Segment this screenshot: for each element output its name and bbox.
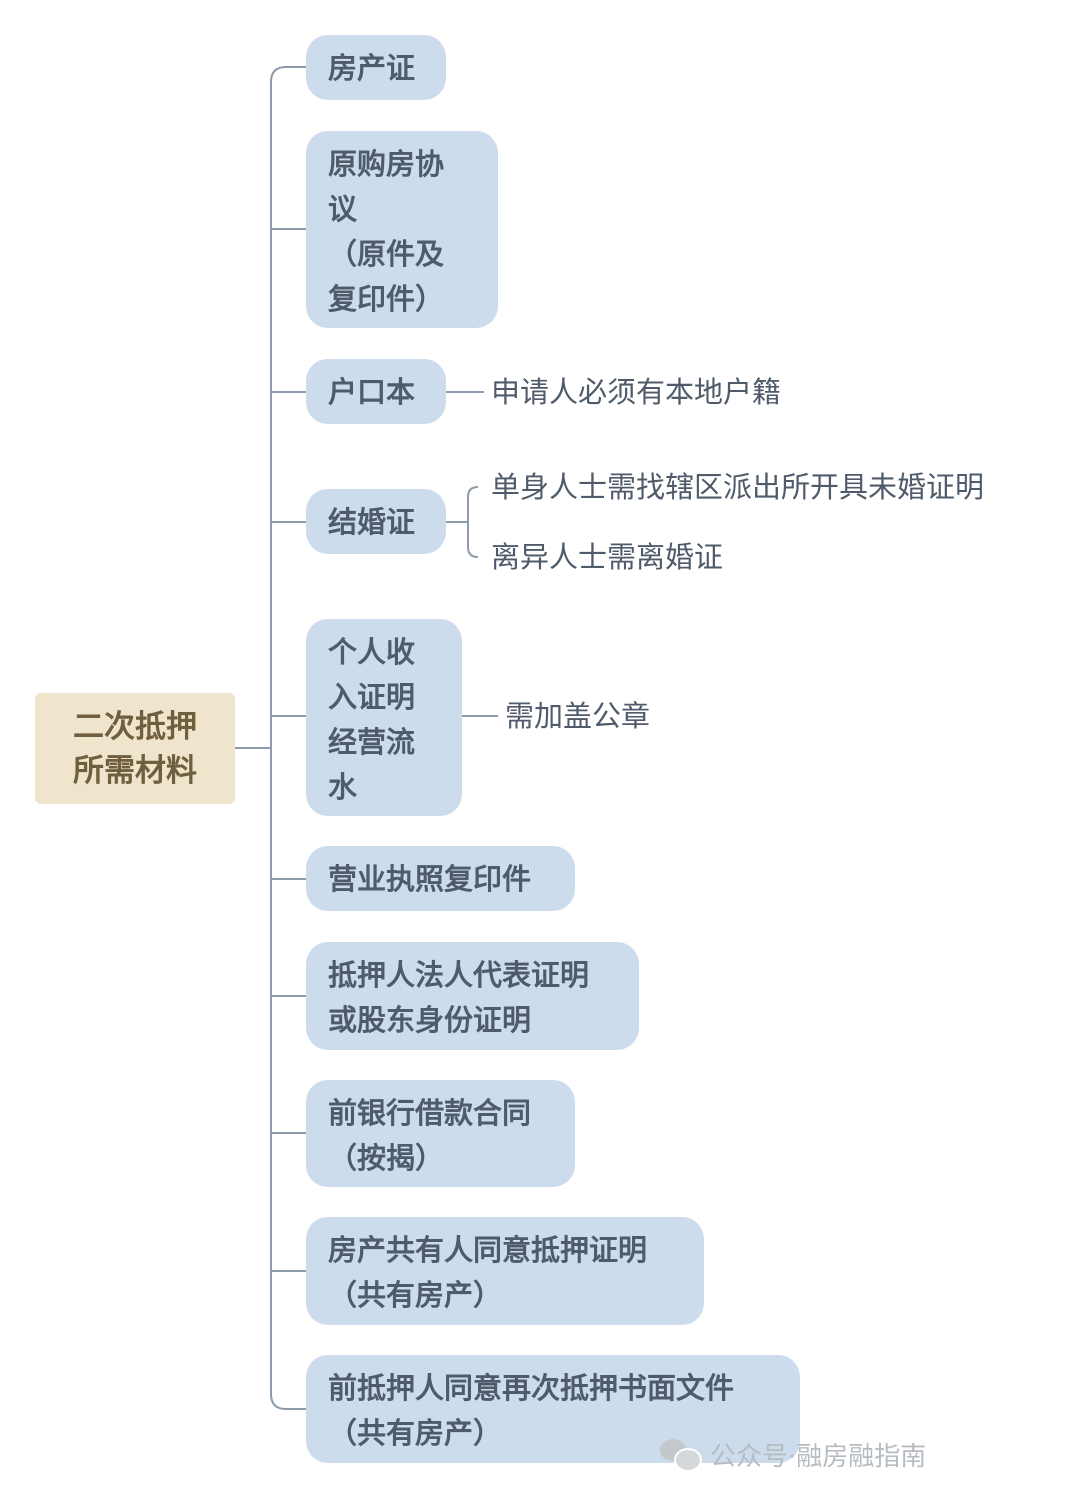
branch-business-license: 营业执照复印件	[306, 846, 575, 911]
branch-previous-loan-contract: 前银行借款合同 （按揭）	[306, 1080, 575, 1187]
branch-property-certificate: 房产证	[306, 35, 446, 100]
branch-legal-representative-proof: 抵押人法人代表证明 或股东身份证明	[306, 942, 639, 1050]
wechat-icon	[660, 1437, 702, 1472]
leaf-hukou-note: 申请人必须有本地户籍	[491, 375, 782, 409]
leaf-marriage-divorced-note: 离异人士需离婚证	[491, 540, 724, 574]
branch-income-proof: 个人收 入证明 经营流 水	[306, 619, 462, 816]
watermark-text: 公众号·融房融指南	[710, 1441, 927, 1472]
trunk-line	[270, 66, 287, 1410]
leaf-income-note: 需加盖公章	[505, 699, 651, 733]
leaf-fork	[467, 486, 479, 558]
branch-household-register: 户口本	[306, 359, 446, 424]
root-topic: 二次抵押 所需材料	[35, 693, 235, 804]
branch-prior-mortgagee-consent: 前抵押人同意再次抵押书面文件 （共有房产）	[306, 1355, 800, 1463]
branch-co-owner-consent: 房产共有人同意抵押证明 （共有房产）	[306, 1217, 704, 1325]
branch-purchase-agreement: 原购房协 议 （原件及 复印件）	[306, 131, 498, 328]
watermark: 公众号·融房融指南	[660, 1434, 926, 1474]
branch-marriage-certificate: 结婚证	[306, 489, 446, 554]
leaf-marriage-single-note: 单身人士需找辖区派出所开具未婚证明	[491, 470, 985, 504]
